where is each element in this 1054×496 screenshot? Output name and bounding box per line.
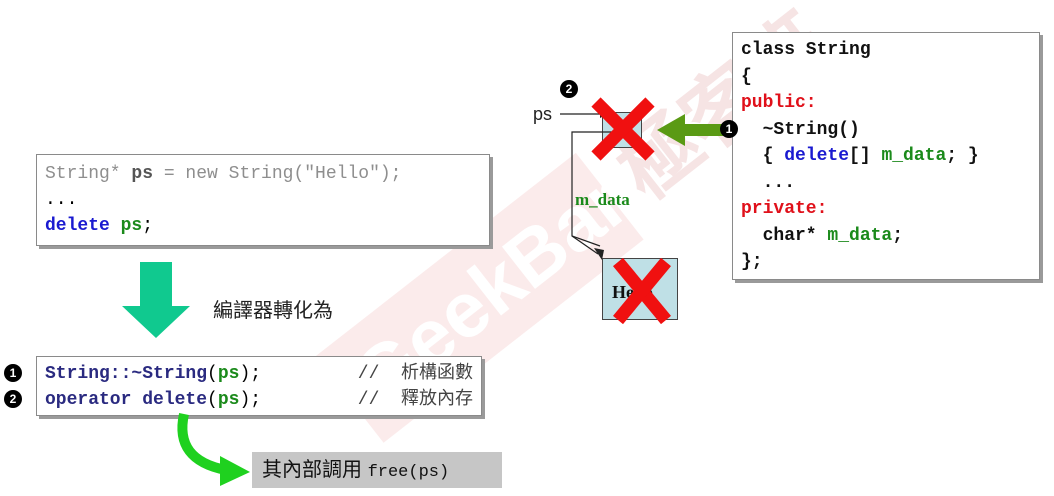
operator-delete-line: operator delete(ps);// 釋放內存 [45, 390, 473, 410]
class-line-1: class String [741, 40, 871, 60]
down-arrow-icon [122, 262, 190, 338]
delete-x-icon [612, 258, 672, 324]
compiler-translates-label: 編譯器轉化為 [213, 300, 333, 322]
curved-arrow-icon [177, 412, 250, 486]
source-code-box: String* ps = new String("Hello"); ... de… [36, 154, 490, 246]
destructor-line: ~String() [741, 119, 860, 140]
public-label: public: [741, 93, 817, 113]
ps-label: ps [533, 104, 553, 124]
class-line-9: }; [741, 252, 763, 272]
m-data-label: m_data [575, 190, 630, 209]
member-line: char* m_data; [741, 225, 904, 246]
code-line-2: ... [45, 190, 78, 210]
free-call-caption: 其內部調用 free(ps) [252, 452, 502, 488]
translated-code-box: String::~String(ps);// 析構函數 operator del… [36, 356, 482, 416]
step-badge-1-destructor: 1 [720, 120, 738, 138]
code-line-3: delete ps; [45, 216, 154, 236]
class-string-box: class String { public: ~String() { delete[… [732, 32, 1040, 280]
dtor-call-line: String::~String(ps);// 析構函數 [45, 364, 473, 384]
class-line-2: { [741, 66, 752, 87]
step-badge-2: 2 [4, 390, 22, 408]
step-badge-2-pointer: 2 [560, 80, 578, 98]
private-label: private: [741, 199, 828, 219]
class-line-6: ... [741, 172, 796, 193]
destructor-body-line: { delete[] m_data; } [741, 146, 979, 166]
step-badge-1: 1 [4, 364, 22, 382]
delete-x-icon [591, 97, 655, 161]
code-line-1: String* ps = new String("Hello"); [45, 164, 402, 184]
